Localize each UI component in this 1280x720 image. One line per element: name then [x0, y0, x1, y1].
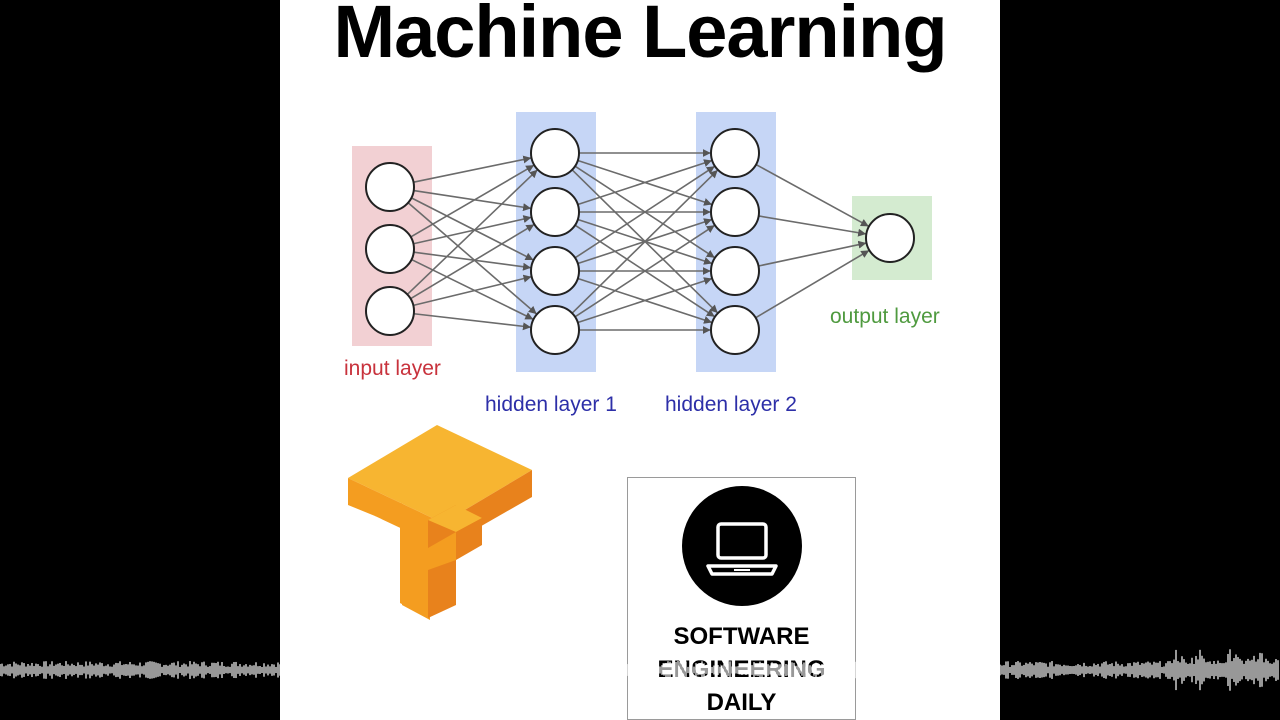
neuron-node-layer-0 — [365, 286, 415, 336]
connection-edge — [413, 312, 531, 331]
input-layer-label: input layer — [344, 357, 441, 380]
neuron-node-layer-1 — [530, 305, 580, 355]
connection-edge — [410, 224, 535, 300]
connection-edge — [407, 202, 537, 315]
neuron-node-layer-2 — [710, 305, 760, 355]
connection-edge — [413, 274, 532, 307]
laptop-icon — [706, 522, 778, 576]
logo-circle — [682, 486, 802, 606]
neuron-node-layer-2 — [710, 246, 760, 296]
connection-edge — [758, 240, 867, 267]
connection-edge — [574, 166, 715, 259]
connection-edge — [577, 159, 713, 206]
neuron-node-layer-3 — [865, 213, 915, 263]
connection-edge — [755, 163, 869, 227]
neuron-node-layer-2 — [710, 187, 760, 237]
connection-edge — [413, 189, 532, 212]
brand-line-1: SOFTWARE — [673, 623, 810, 650]
connection-edge — [411, 258, 534, 320]
neuron-node-layer-0 — [365, 224, 415, 274]
neuron-node-layer-0 — [365, 162, 415, 212]
neuron-node-layer-2 — [710, 128, 760, 178]
neuron-node-layer-1 — [530, 246, 580, 296]
connection-edge — [410, 164, 535, 238]
connection-edge — [574, 225, 715, 318]
connection-edge — [413, 215, 532, 245]
output-layer-label: output layer — [830, 305, 940, 328]
hidden-layer-2-label: hidden layer 2 — [665, 393, 797, 416]
neuron-node-layer-1 — [530, 128, 580, 178]
connection-edge — [577, 277, 713, 324]
connection-edge — [413, 155, 532, 183]
hidden-layer-1-label: hidden layer 1 — [485, 393, 617, 416]
slide-title: Machine Learning — [333, 0, 947, 73]
brand-line-3: DAILY — [706, 689, 777, 716]
connection-edge — [411, 197, 534, 261]
audio-waveform-icon — [0, 649, 1279, 691]
connection-edge — [406, 169, 538, 295]
connection-edge — [571, 169, 718, 314]
connection-edge — [758, 215, 867, 237]
connection-edge — [413, 251, 532, 271]
connection-edge — [755, 250, 870, 319]
neuron-node-layer-1 — [530, 187, 580, 237]
